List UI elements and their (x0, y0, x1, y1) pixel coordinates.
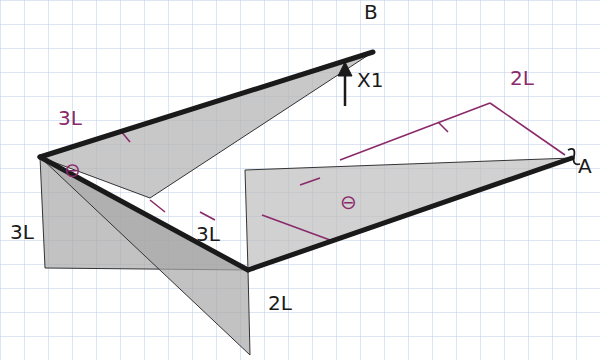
point-label: A (578, 156, 592, 176)
force-label: X1 (357, 70, 383, 90)
moment-triangle (40, 157, 250, 355)
dimension-label: 3L (196, 224, 220, 244)
frame-beams (40, 52, 572, 270)
force-arrow (338, 62, 352, 106)
annotation-marks (120, 103, 565, 240)
dimension-label: 2L (510, 68, 534, 88)
dimension-label: 3L (10, 222, 34, 242)
sign-symbol: ⊖ (340, 192, 357, 212)
sign-symbol: ⊖ (64, 160, 81, 180)
point-label: B (364, 2, 378, 22)
dimension-label: 3L (58, 108, 82, 128)
dimension-label: 2L (268, 293, 292, 313)
moment-triangle (245, 158, 572, 270)
